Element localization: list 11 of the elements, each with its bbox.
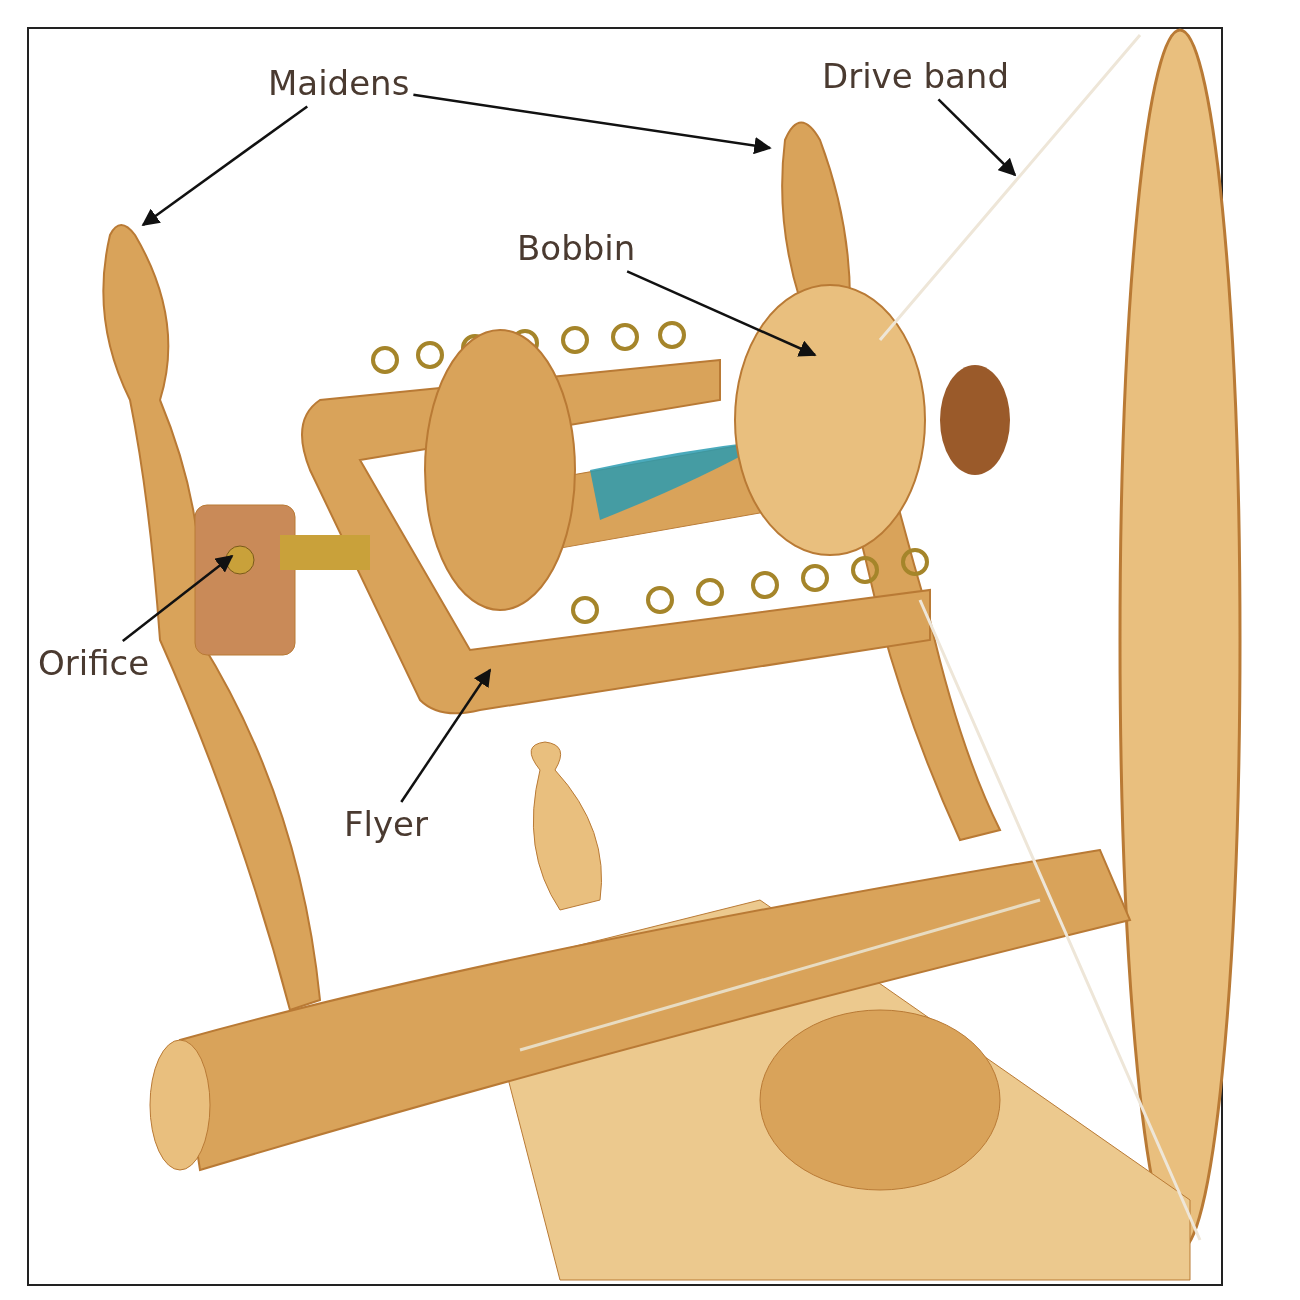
part-label: Drive band	[822, 58, 1009, 96]
part-label: Maidens	[268, 65, 410, 103]
part-label: Orifice	[38, 645, 150, 683]
leader-arrow	[413, 93, 772, 155]
leader-arrow	[937, 98, 1017, 177]
leader-arrow	[400, 668, 492, 803]
leader-arrow	[122, 554, 234, 642]
leader-arrow	[141, 105, 308, 226]
leader-arrow	[626, 270, 817, 357]
part-label: Flyer	[344, 806, 429, 844]
part-label: Bobbin	[517, 230, 636, 268]
